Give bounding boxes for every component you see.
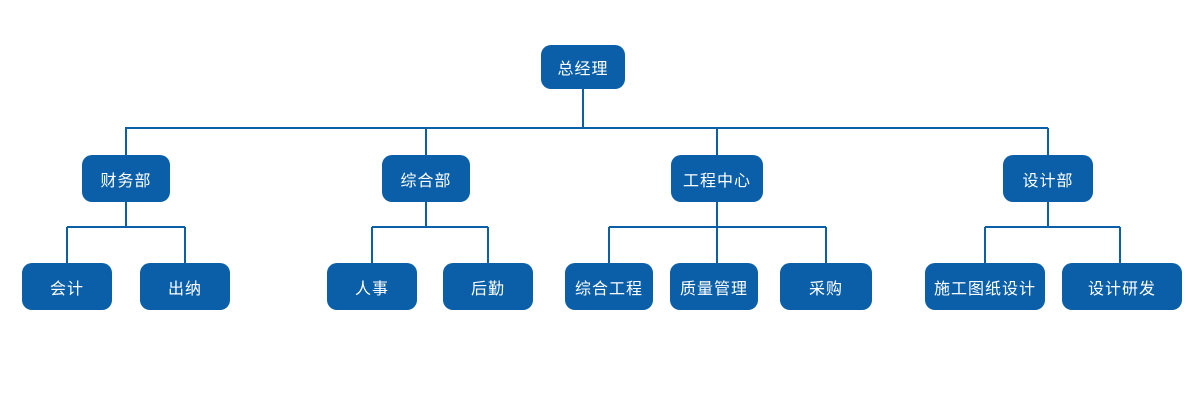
node-human-resources: 人事 (327, 263, 417, 310)
node-general-manager: 总经理 (541, 45, 625, 89)
node-general-engineering: 综合工程 (565, 263, 653, 310)
node-cashier: 出纳 (140, 263, 230, 310)
node-quality-management: 质量管理 (670, 263, 758, 310)
node-design-dept: 设计部 (1003, 155, 1093, 202)
node-accounting: 会计 (22, 263, 112, 310)
node-logistics: 后勤 (443, 263, 533, 310)
node-general-affairs-dept: 综合部 (382, 155, 470, 202)
node-finance-dept: 财务部 (82, 155, 170, 202)
node-engineering-center: 工程中心 (671, 155, 763, 202)
node-construction-drawing-design: 施工图纸设计 (925, 263, 1045, 310)
node-design-research-development: 设计研发 (1062, 263, 1182, 310)
node-procurement: 采购 (780, 263, 872, 310)
